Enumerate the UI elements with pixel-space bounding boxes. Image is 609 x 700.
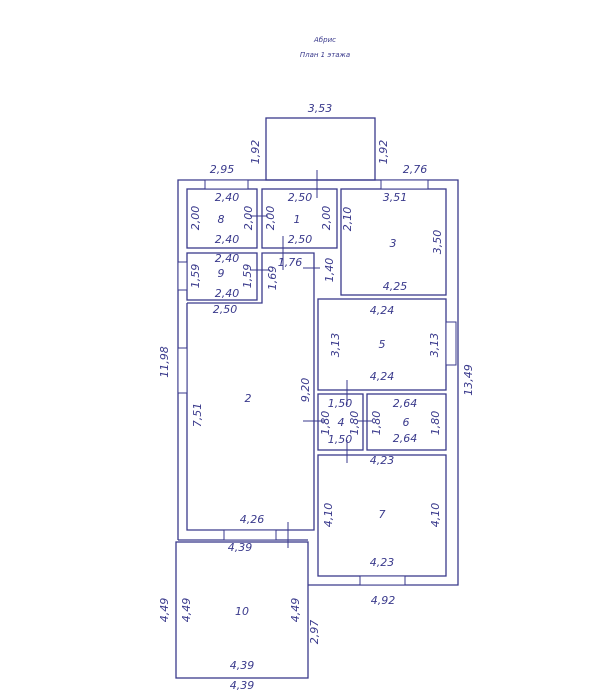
dim: 3,51 <box>383 191 408 204</box>
dim: 2,95 <box>210 163 235 176</box>
room-number: 7 <box>379 508 386 521</box>
dim: 2,00 <box>320 206 333 231</box>
dim: 3,13 <box>329 333 342 358</box>
dim: 2,40 <box>215 191 240 204</box>
dim: 4,49 <box>180 598 193 623</box>
dim: 4,24 <box>370 370 395 383</box>
room-number: 3 <box>390 237 397 250</box>
dim: 2,50 <box>288 233 313 246</box>
dim: 2,40 <box>215 233 240 246</box>
dim: 1,80 <box>429 411 442 436</box>
dim: 4,23 <box>370 454 395 467</box>
dim: 2,00 <box>189 206 202 231</box>
room-number: 9 <box>218 267 225 280</box>
dim: 4,10 <box>322 503 335 528</box>
walls <box>175 117 459 679</box>
dim: 4,39 <box>230 679 255 692</box>
dim: 2,50 <box>288 191 313 204</box>
dim: 4,26 <box>240 513 265 526</box>
room-number: 1 <box>294 213 301 226</box>
dim: 4,49 <box>158 598 171 623</box>
dim: 1,59 <box>189 264 202 289</box>
room-number: 8 <box>218 213 225 226</box>
dim: 1,80 <box>370 411 383 436</box>
dim: 1,40 <box>323 258 336 283</box>
dim: 4,24 <box>370 304 395 317</box>
dim: 7,51 <box>191 403 204 428</box>
doors <box>250 170 372 548</box>
dim: 2,40 <box>215 252 240 265</box>
room-number: 2 <box>245 392 252 405</box>
dim: 1,80 <box>348 411 361 436</box>
room-2 <box>186 252 315 531</box>
room-6 <box>366 393 447 451</box>
dim: 1,76 <box>278 256 303 269</box>
dim: 4,92 <box>371 594 396 607</box>
dim: 1,92 <box>377 140 390 165</box>
dim: 4,39 <box>228 541 253 554</box>
dim: 2,64 <box>393 432 418 445</box>
dim: 3,13 <box>428 333 441 358</box>
dim: 2,50 <box>213 303 238 316</box>
dim: 4,10 <box>429 503 442 528</box>
dim: 1,92 <box>249 140 262 165</box>
plan-subtitle: План 1 этажа <box>300 51 350 59</box>
dim: 4,25 <box>383 280 408 293</box>
dim: 2,97 <box>308 620 321 645</box>
room-number: 10 <box>235 605 249 618</box>
dim: 3,50 <box>431 230 444 255</box>
dim: 11,98 <box>158 346 171 378</box>
dim: 1,69 <box>266 266 279 291</box>
room-number: 5 <box>379 338 386 351</box>
dim: 4,23 <box>370 556 395 569</box>
dim: 1,80 <box>319 411 332 436</box>
room-number: 4 <box>338 416 345 429</box>
room-4 <box>317 393 364 451</box>
dim: 9,20 <box>299 378 312 403</box>
dim: 2,76 <box>403 163 428 176</box>
dim: 2,40 <box>215 287 240 300</box>
dim: 2,00 <box>264 206 277 231</box>
dim: 1,50 <box>328 433 353 446</box>
dim: 1,59 <box>241 264 254 289</box>
dimensions: 3,53 1,92 1,92 2,95 2,76 11,98 13,49 4,9… <box>158 102 475 692</box>
dim: 1,50 <box>328 397 353 410</box>
room-1 <box>261 188 338 249</box>
windows <box>177 179 457 586</box>
dim: 13,49 <box>462 364 475 396</box>
dim: 2,10 <box>341 207 354 232</box>
dim: 4,39 <box>230 659 255 672</box>
plan-title: Абрис <box>313 36 336 44</box>
room-number: 6 <box>403 416 410 429</box>
dim: 4,49 <box>289 598 302 623</box>
dim: 3,53 <box>308 102 333 115</box>
dim: 2,64 <box>393 397 418 410</box>
dim: 2,00 <box>242 206 255 231</box>
